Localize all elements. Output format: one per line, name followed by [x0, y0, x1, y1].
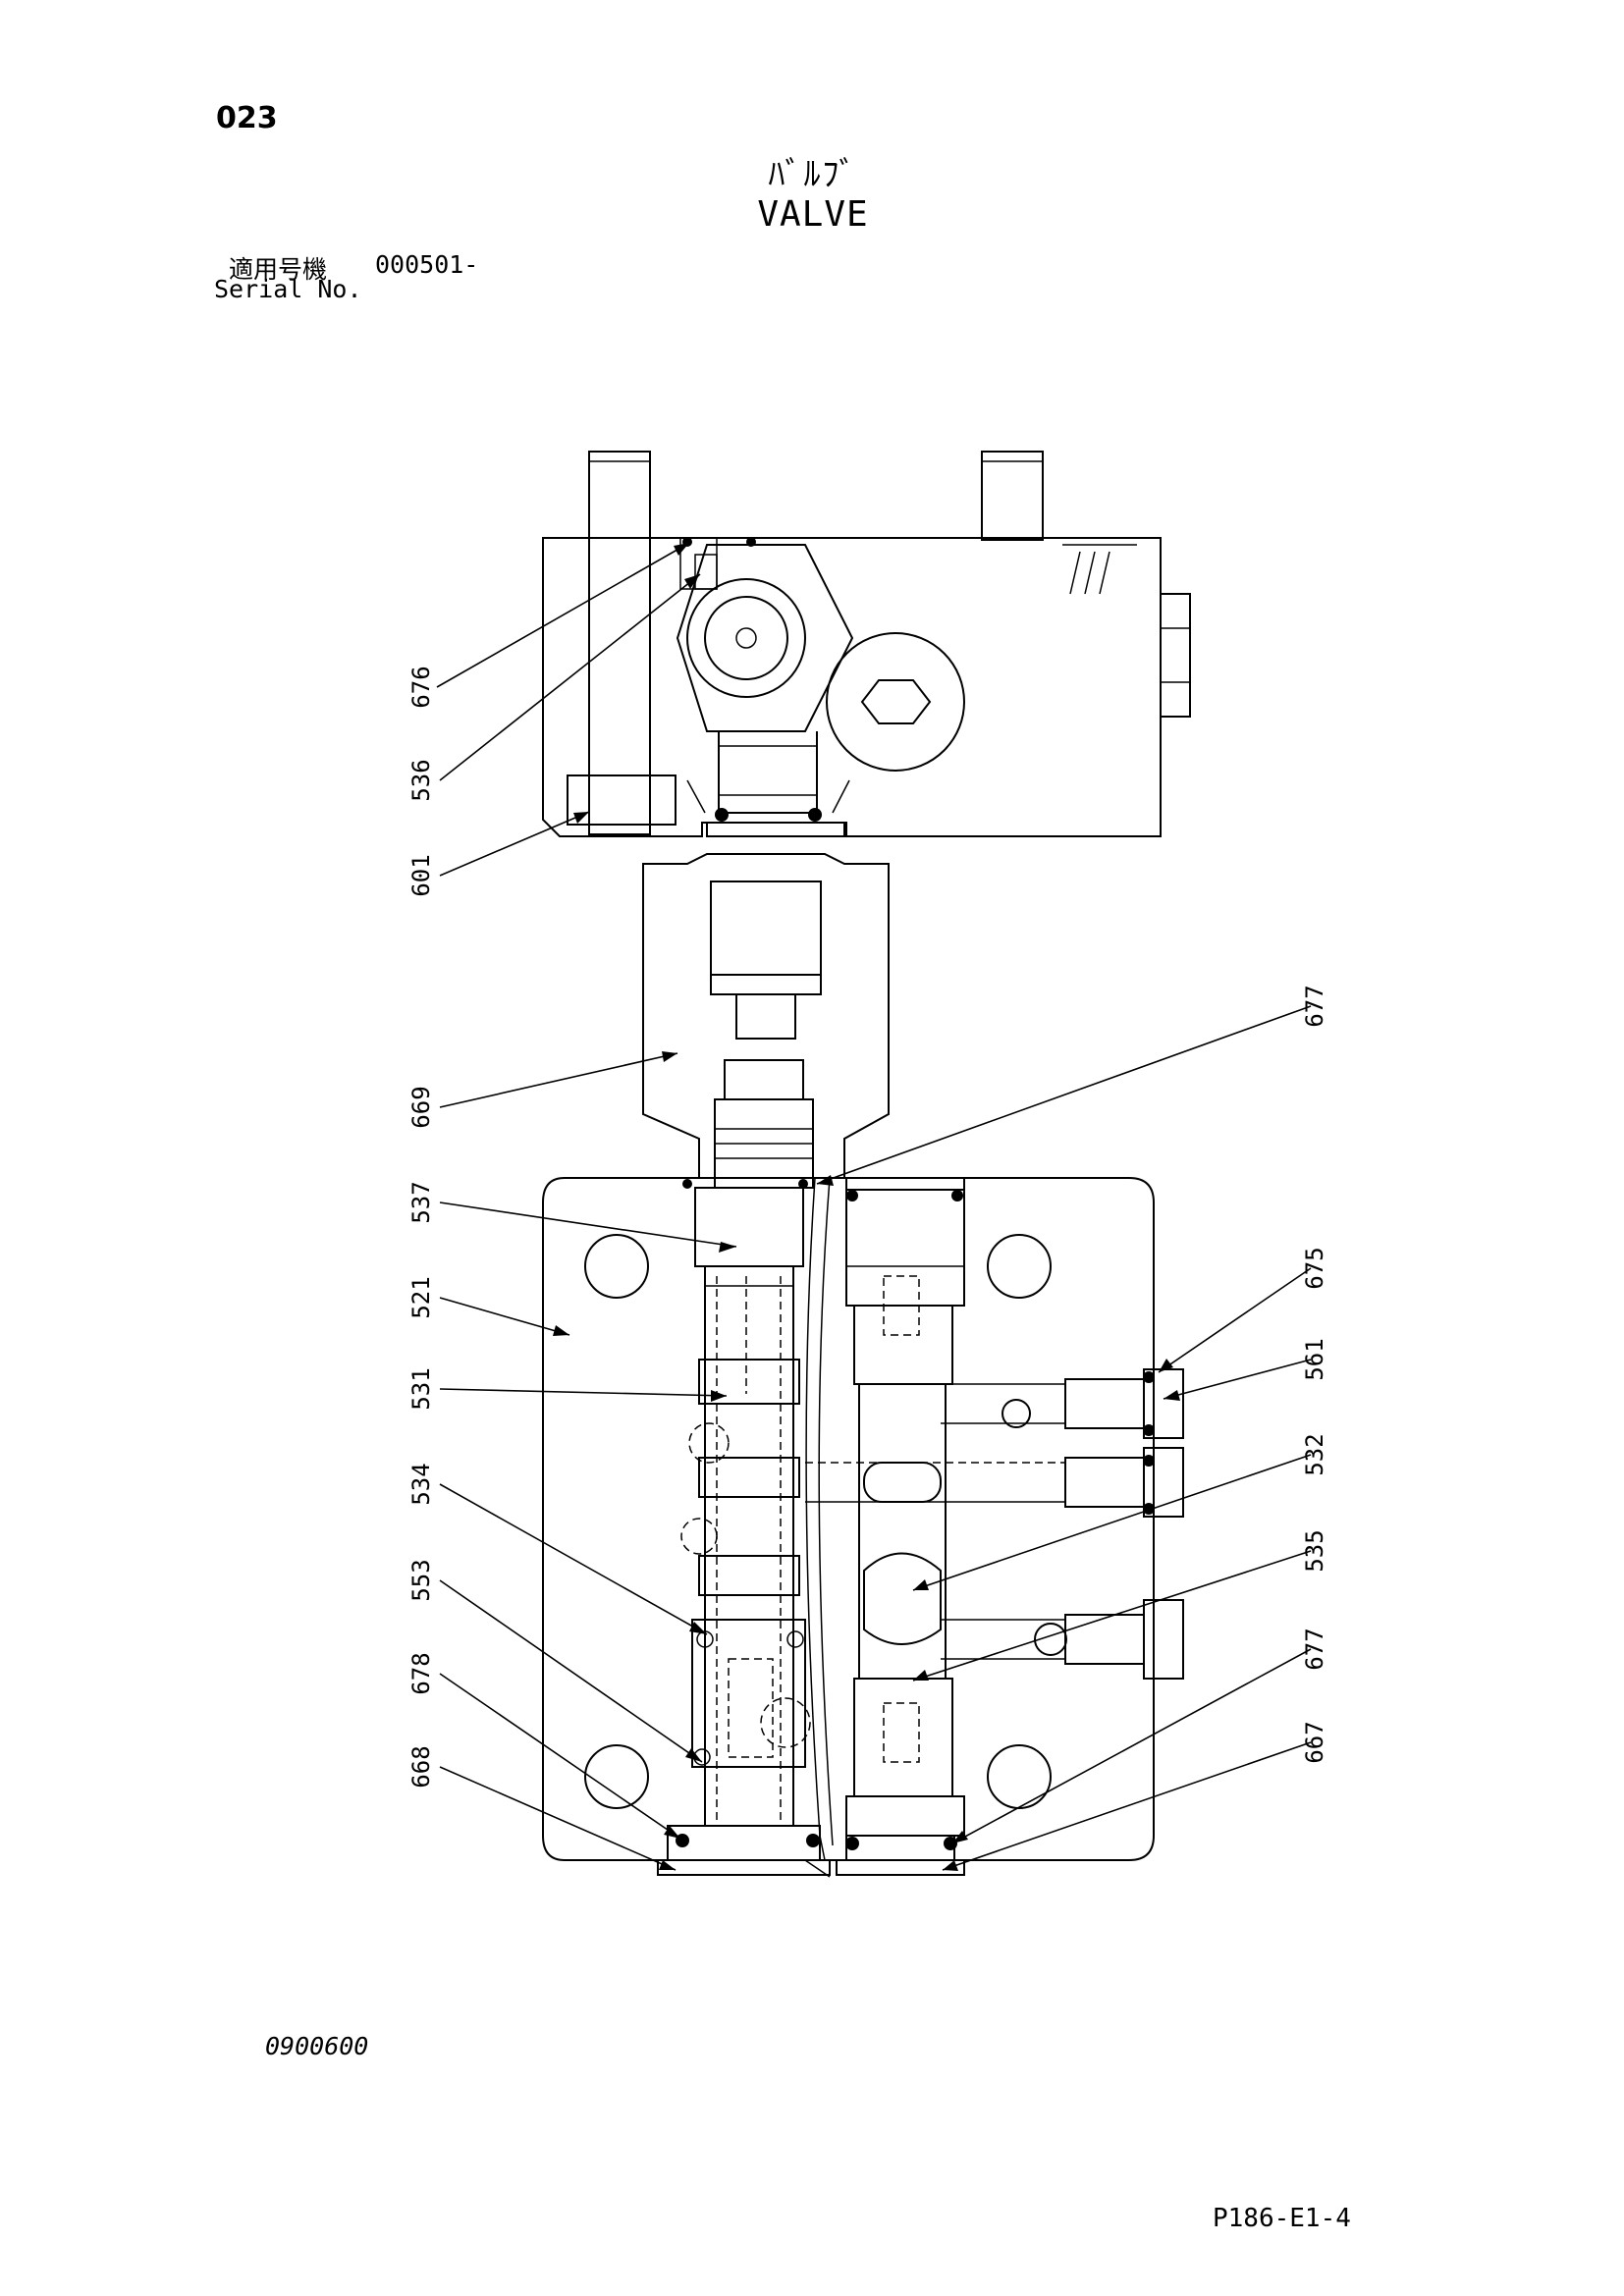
lower-valve-body: [542, 1177, 1184, 1878]
part-label: 531: [407, 1367, 435, 1410]
drawing-number: 0900600: [265, 2032, 369, 2060]
part-label: 535: [1301, 1529, 1328, 1572]
page-number: 023: [216, 101, 278, 135]
part-label: 678: [407, 1652, 435, 1694]
part-label: 601: [407, 854, 435, 896]
part-label: 675: [1301, 1247, 1328, 1289]
part-label: 677: [1301, 985, 1328, 1027]
serial-label-japanese: 適用号機: [229, 255, 328, 284]
title-english: VALVE: [757, 194, 869, 235]
part-label: 532: [1301, 1433, 1328, 1475]
part-label: 534: [407, 1463, 435, 1505]
leader-lines: [436, 542, 1312, 1871]
part-label: 668: [407, 1745, 435, 1788]
part-label: 669: [407, 1086, 435, 1128]
sheet-reference: P186-E1-4: [1213, 2204, 1351, 2233]
part-label: 536: [407, 759, 435, 801]
part-label: 676: [407, 666, 435, 708]
upper-valve-body: [542, 451, 1191, 837]
part-label: 677: [1301, 1628, 1328, 1670]
part-number-labels: 676 536 601 669 537 521 531 534 553 678 …: [407, 666, 1328, 1788]
middle-valve-piece: [642, 853, 890, 1189]
part-label: 553: [407, 1559, 435, 1601]
part-label: 521: [407, 1276, 435, 1318]
part-label: 667: [1301, 1721, 1328, 1763]
part-label: 537: [407, 1181, 435, 1223]
title-japanese: ﾊﾞﾙﾌﾞ: [768, 155, 858, 194]
serial-value: 000501-: [375, 250, 479, 279]
serial-label-english: Serial No.: [214, 275, 362, 303]
part-label: 561: [1301, 1338, 1328, 1380]
